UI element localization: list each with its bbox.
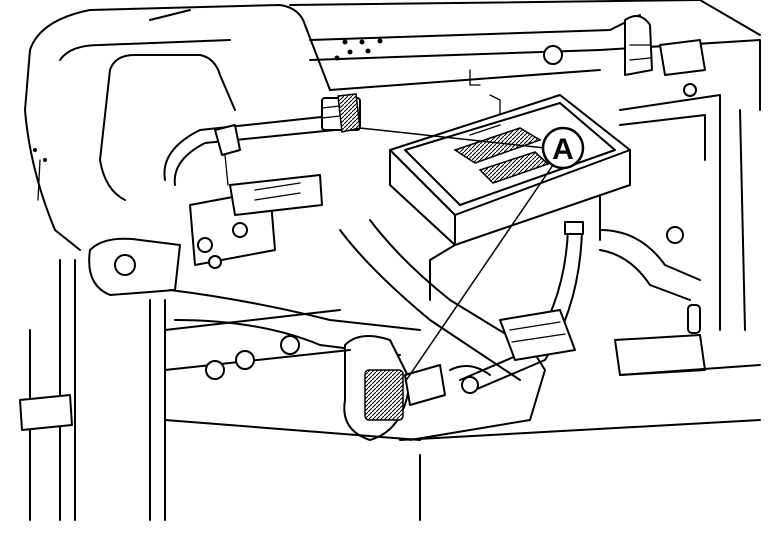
right-frame xyxy=(614,109,761,376)
lower-frame xyxy=(19,259,761,521)
connector-lower xyxy=(343,335,446,441)
callout-marker: A xyxy=(541,126,585,170)
module-box xyxy=(389,94,631,301)
lifting-eye xyxy=(88,237,181,296)
callout-leader-lower xyxy=(404,164,554,383)
callout-leader-upper xyxy=(359,127,546,149)
callout-leaders xyxy=(359,127,554,383)
mounting-bracket xyxy=(189,174,323,269)
callout-label: A xyxy=(552,133,574,166)
lower-assembly xyxy=(409,309,576,441)
hose-right xyxy=(599,94,721,301)
engine-cover xyxy=(24,4,331,251)
connector-upper xyxy=(321,93,361,133)
upper-manifold xyxy=(289,0,761,116)
hose-center xyxy=(339,219,541,381)
wiring-harness-lower xyxy=(459,221,584,393)
wiring-harness-left xyxy=(163,114,341,186)
hose-lower-left xyxy=(169,289,421,356)
upper-right-fitting xyxy=(624,15,706,97)
